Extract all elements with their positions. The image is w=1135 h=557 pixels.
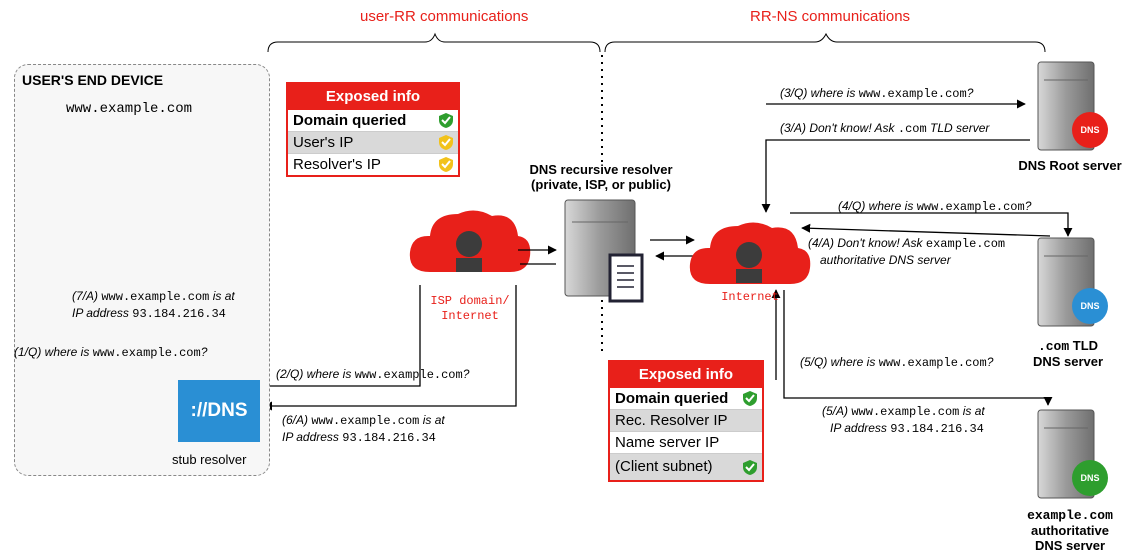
user-rr-brace bbox=[267, 32, 601, 53]
message-4q: (4/Q) where is www.example.com? bbox=[838, 199, 1032, 214]
exposed-row: Rec. Resolver IP bbox=[610, 409, 762, 431]
tld-server-caption: .com TLD DNS server bbox=[1032, 338, 1104, 369]
shield-check-icon bbox=[743, 460, 757, 475]
browser-url: www.example.com bbox=[66, 101, 193, 117]
exposed-info-bottom: Exposed info Domain queried Rec. Resolve… bbox=[608, 360, 764, 482]
exposed-row: (Client subnet) bbox=[610, 453, 762, 480]
message-5a: (5/A) www.example.com is at IP address 9… bbox=[822, 404, 985, 436]
message-2q: (2/Q) where is www.example.com? bbox=[276, 367, 470, 382]
exposed-info-title: Exposed info bbox=[288, 84, 458, 110]
rr-ns-header: RR-NS communications bbox=[750, 8, 911, 25]
dns-badge-root: DNS bbox=[1080, 125, 1100, 135]
end-device-title: USER'S END DEVICE bbox=[22, 72, 164, 88]
isp-cloud-icon bbox=[409, 210, 531, 272]
rr-ns-brace bbox=[604, 32, 1046, 53]
arrow-3a bbox=[761, 139, 1030, 213]
message-7a: (7/A) www.example.com is at IP address 9… bbox=[72, 289, 235, 321]
isp-cloud-label: ISP domain/ Internet bbox=[430, 294, 510, 323]
root-server-icon bbox=[1037, 61, 1108, 151]
resolver-caption: DNS recursive resolver (private, ISP, or… bbox=[529, 162, 673, 192]
exposed-info-top: Exposed info Domain queried User's IP Re… bbox=[286, 82, 460, 177]
message-3a: (3/A) Don't know! Ask .com TLD server bbox=[780, 121, 990, 136]
exposed-row: User's IP bbox=[288, 131, 458, 153]
internet-cloud-label: Internet bbox=[721, 290, 779, 304]
message-1q: (1/Q) where is www.example.com? bbox=[14, 345, 208, 360]
arrow-4q bbox=[790, 212, 1073, 237]
user-rr-header: user-RR communications bbox=[360, 8, 529, 25]
exposed-row: Resolver's IP bbox=[288, 153, 458, 175]
root-server-caption: DNS Root server bbox=[1018, 158, 1122, 173]
message-3q: (3/Q) where is www.example.com? bbox=[780, 86, 974, 101]
exposed-info-title: Exposed info bbox=[610, 362, 762, 388]
resolver-server-icon bbox=[564, 199, 644, 303]
arrow-5q bbox=[783, 290, 1053, 406]
message-4a: (4/A) Don't know! Ask example.com author… bbox=[808, 236, 1006, 267]
message-5q: (5/Q) where is www.example.com? bbox=[800, 355, 994, 370]
tld-server-icon bbox=[1037, 237, 1108, 327]
exposed-row: Name server IP bbox=[610, 431, 762, 453]
auth-server-icon bbox=[1037, 409, 1108, 499]
shield-check-icon bbox=[439, 135, 453, 150]
exposed-row: Domain queried bbox=[610, 388, 762, 409]
arrow-4a bbox=[801, 223, 1051, 237]
shield-check-icon bbox=[439, 157, 453, 172]
internet-cloud-icon bbox=[689, 222, 811, 284]
dns-badge-auth: DNS bbox=[1080, 473, 1100, 483]
shield-check-icon bbox=[439, 113, 453, 128]
message-6a: (6/A) www.example.com is at IP address 9… bbox=[282, 413, 445, 445]
arrow-6a bbox=[263, 285, 517, 411]
stub-resolver-dns-logo: ://DNS bbox=[178, 380, 260, 442]
shield-check-icon bbox=[743, 391, 757, 406]
exposed-row: Domain queried bbox=[288, 110, 458, 131]
arrow-2q bbox=[262, 285, 421, 387]
stub-resolver-label: stub resolver bbox=[172, 452, 247, 467]
auth-server-caption: example.com authoritative DNS server bbox=[1027, 508, 1113, 553]
dns-badge-tld: DNS bbox=[1080, 301, 1100, 311]
